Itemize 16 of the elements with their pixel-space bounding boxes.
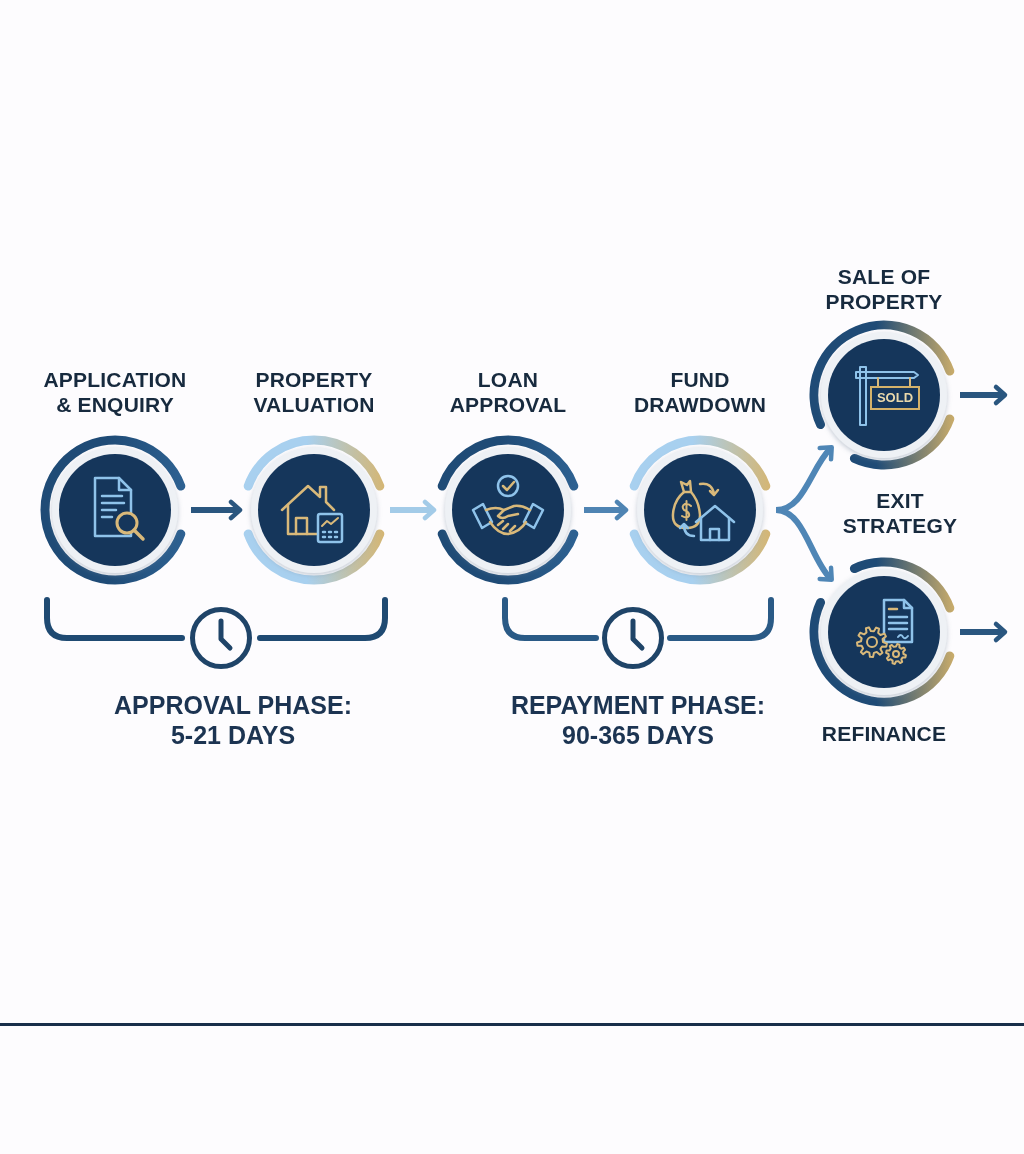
arrow	[584, 499, 629, 521]
arrow	[390, 499, 437, 521]
step-title: REFINANCE	[820, 721, 948, 746]
arrow	[960, 384, 1008, 406]
phase-label: APPROVAL PHASE: 5-21 DAYS	[113, 690, 353, 750]
step-title: APPLICATION & ENQUIRY	[42, 367, 188, 417]
step-title: LOAN APPROVAL	[448, 367, 568, 417]
arrow	[775, 507, 835, 583]
phase-label: REPAYMENT PHASE: 90-365 DAYS	[509, 690, 767, 750]
sign-board: SOLD	[870, 386, 920, 410]
step-title: PROPERTY VALUATION	[252, 367, 376, 417]
step-title: SALE OF PROPERTY	[824, 264, 944, 314]
arrow	[191, 499, 243, 521]
step-title: FUND DRAWDOWN	[632, 367, 768, 417]
branch-label: EXIT STRATEGY	[841, 488, 959, 538]
arrow	[960, 621, 1008, 643]
